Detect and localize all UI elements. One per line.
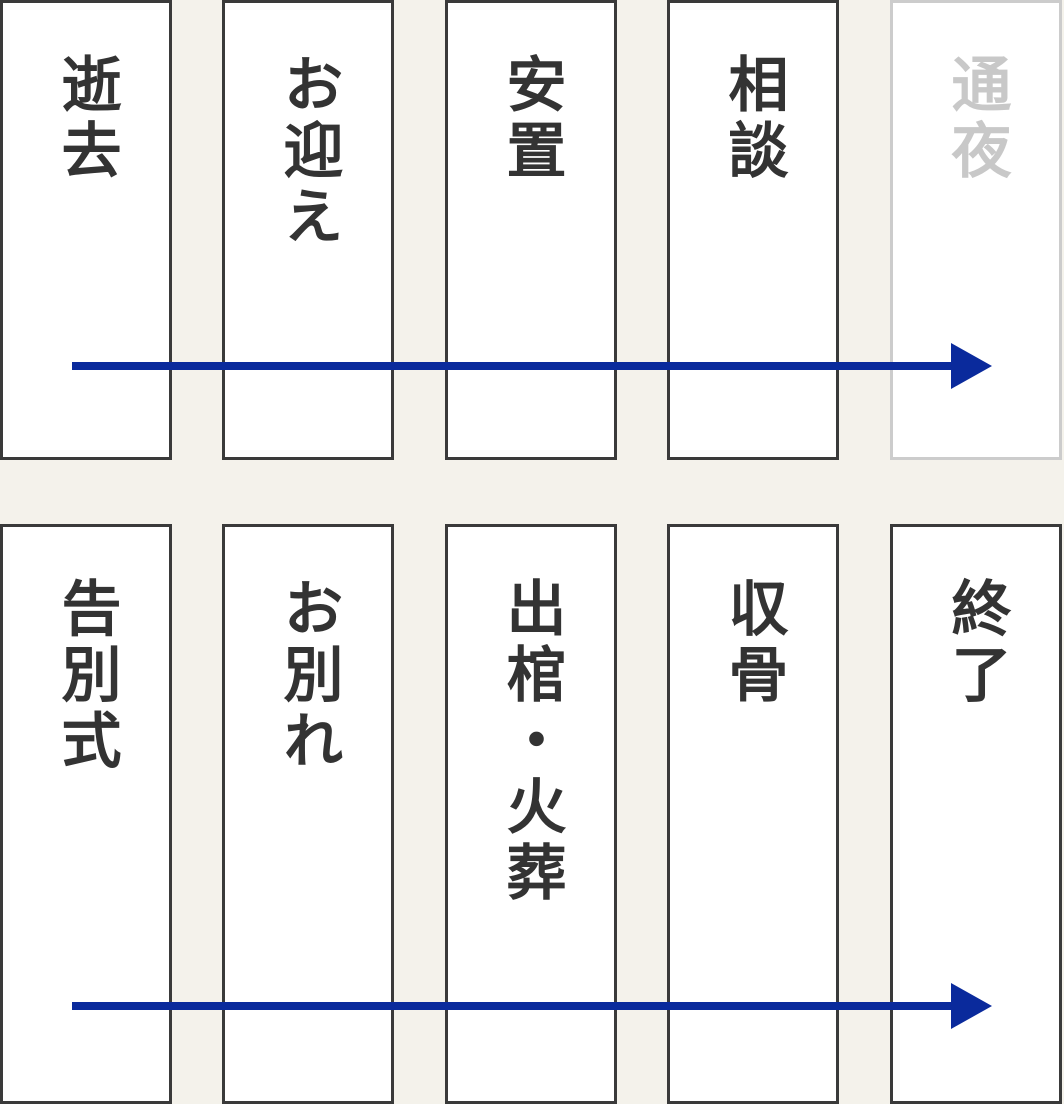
step-label: 告別式 — [51, 577, 121, 775]
step-1-death: 逝去 — [0, 0, 172, 460]
step-label: 相談 — [718, 53, 788, 185]
step-5-wake: 通夜 — [890, 0, 1062, 460]
step-9-bone-collection: 収骨 — [667, 524, 839, 1104]
step-label: 安置 — [496, 53, 566, 185]
step-4-consultation: 相談 — [667, 0, 839, 460]
step-3-placement: 安置 — [445, 0, 617, 460]
step-label: 収骨 — [718, 577, 788, 709]
step-7-farewell: お別れ — [222, 524, 394, 1104]
step-label: お迎え — [273, 53, 343, 251]
step-8-departure-cremation: 出棺・火葬 — [445, 524, 617, 1104]
step-label: 通夜 — [941, 53, 1011, 185]
step-2-pickup: お迎え — [222, 0, 394, 460]
step-10-end: 終了 — [890, 524, 1062, 1104]
step-label: お別れ — [273, 577, 343, 775]
step-6-funeral-ceremony: 告別式 — [0, 524, 172, 1104]
step-label: 逝去 — [51, 53, 121, 185]
step-label: 出棺・火葬 — [496, 577, 566, 907]
step-label: 終了 — [941, 577, 1011, 709]
